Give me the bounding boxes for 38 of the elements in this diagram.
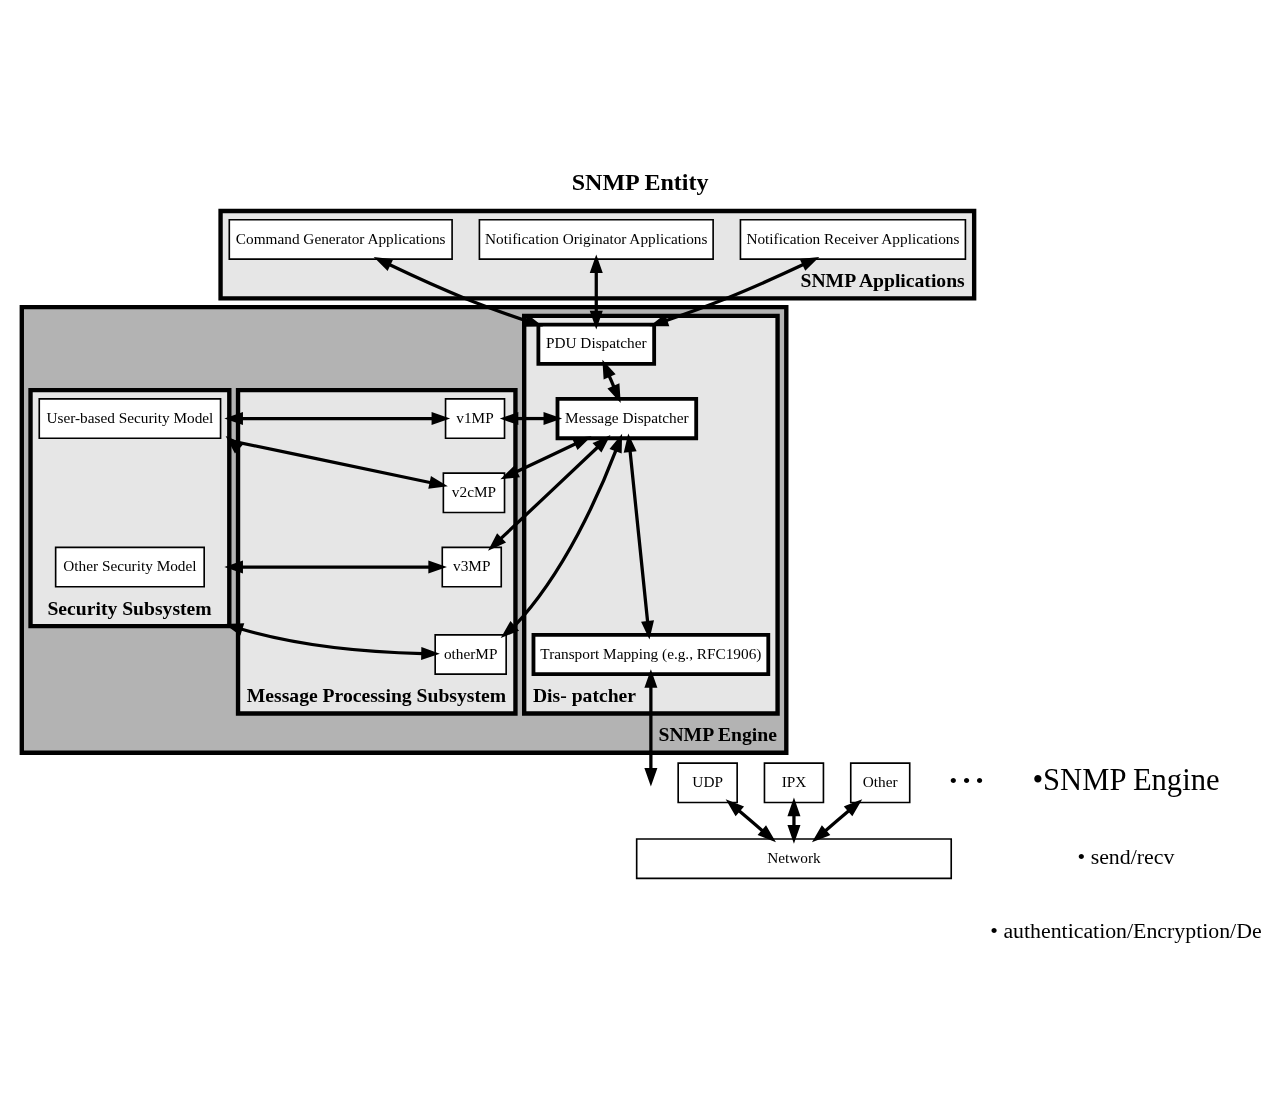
arrow xyxy=(224,560,447,574)
arrow xyxy=(649,256,820,326)
label: • send/recv xyxy=(1077,844,1175,869)
node-box: PDU Dispatcher xyxy=(536,322,657,366)
node-box: Notification Originator Applications xyxy=(478,218,714,260)
node-box: v2cMP xyxy=(442,471,506,513)
label: • authentication/Encryption/De xyxy=(990,918,1262,943)
arrow xyxy=(225,435,448,489)
arrow xyxy=(373,256,544,327)
arrow xyxy=(224,411,451,425)
arrow xyxy=(623,432,655,639)
arrow xyxy=(224,622,440,660)
arrow xyxy=(499,411,563,425)
arrow xyxy=(644,668,658,787)
arrow xyxy=(500,435,592,479)
node-box: Other xyxy=(849,761,911,803)
node-box: Network xyxy=(635,837,953,879)
node-box: IPX xyxy=(763,761,825,803)
node-box: v3MP xyxy=(441,546,503,588)
arrow xyxy=(500,433,623,638)
arrow xyxy=(488,434,611,551)
diagram-title: SNMP Entity xyxy=(571,168,709,195)
node-box: otherMP xyxy=(434,633,507,675)
node-box: Other Security Model xyxy=(54,546,205,588)
arrow xyxy=(725,798,776,842)
node-box: Transport Mapping (e.g., RFC1906) xyxy=(531,632,771,676)
node-box: Notification Receiver Applications xyxy=(739,218,967,260)
arrow xyxy=(787,797,801,844)
node-box: UDP xyxy=(677,761,738,803)
node-box: v1MP xyxy=(444,397,506,439)
arrow xyxy=(602,359,621,403)
node-box: Message Dispatcher xyxy=(555,396,699,440)
arrow xyxy=(589,253,603,329)
arrow xyxy=(811,798,863,842)
label: •SNMP Engine xyxy=(1032,762,1220,797)
label: • • • xyxy=(949,768,984,793)
node-box: User-based Security Model xyxy=(38,397,222,439)
node-box: Command Generator Applications xyxy=(228,218,453,260)
